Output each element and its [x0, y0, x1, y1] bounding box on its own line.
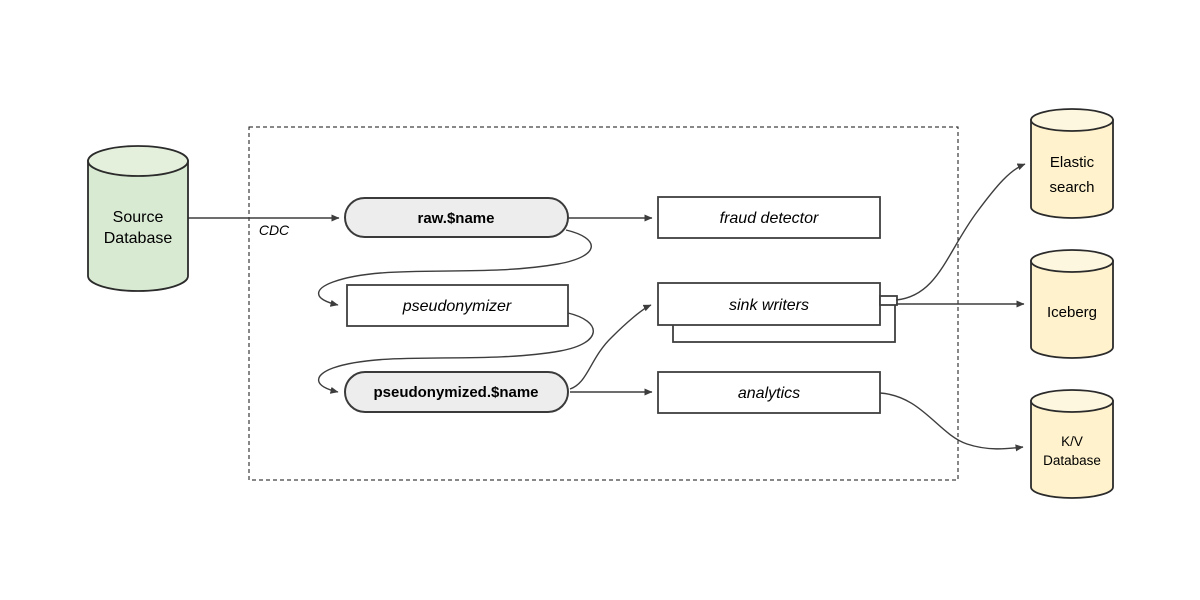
pseudonymized-topic-label: pseudonymized.$name [373, 384, 538, 401]
kv-database-cylinder-body [1030, 400, 1114, 499]
analytics-box: analytics [657, 371, 881, 414]
fraud-detector-label: fraud detector [720, 210, 819, 227]
iceberg-label: Iceberg [1047, 304, 1097, 321]
sink-writers-label: sink writers [729, 297, 809, 314]
elastic-search-label-line1: Elastic [1050, 154, 1095, 171]
fraud-detector-shape [657, 196, 881, 239]
kv-database-cylinder-top [1030, 389, 1114, 413]
elastic-search-cylinder: Elastic search [1030, 108, 1114, 219]
kv-database-cylinder: K/V Database [1030, 389, 1114, 499]
cdc-edge-label: CDC [259, 222, 290, 238]
iceberg-cylinder-body [1030, 260, 1114, 359]
iceberg-cylinder-top [1030, 249, 1114, 273]
elastic-search-label-line2: search [1049, 179, 1094, 196]
raw-topic-label: raw.$name [418, 210, 495, 227]
pseudonymized-topic-shape [344, 371, 569, 413]
pseudonymizer-shape [346, 284, 569, 327]
edge-analytics-to-kv-database [879, 392, 1024, 452]
pseudonymizer-label: pseudonymizer [402, 298, 512, 315]
source-database-cylinder: Source Database [87, 145, 189, 292]
pseudonymized-topic-pill: pseudonymized.$name [344, 371, 569, 413]
edge-pseudonymized-to-sink-writers [569, 304, 652, 390]
kv-database-label-line1: K/V [1061, 434, 1083, 449]
sink-writers-box: sink writers [657, 282, 898, 343]
fraud-detector-box: fraud detector [657, 196, 881, 239]
analytics-label: analytics [738, 385, 800, 402]
kv-database-label-line2: Database [1043, 453, 1101, 468]
edge-raw-to-pseudonymizer [317, 229, 592, 307]
pseudonymizer-box: pseudonymizer [346, 284, 569, 327]
analytics-shape [657, 371, 881, 414]
elastic-search-cylinder-top [1030, 108, 1114, 132]
edge-sink-writers-to-elastic-search [895, 163, 1026, 301]
source-database-cylinder-top [87, 145, 189, 177]
iceberg-cylinder: Iceberg [1030, 249, 1114, 359]
elastic-search-cylinder-body [1030, 119, 1114, 219]
source-database-cylinder-body [87, 160, 189, 292]
edge-pseudonymizer-to-pseudonymized-topic [317, 312, 594, 394]
source-database-label-line1: Source [113, 209, 164, 226]
raw-topic-pill: raw.$name [344, 197, 569, 238]
sink-writers-shape [657, 282, 881, 326]
source-database-label-line2: Database [104, 230, 173, 247]
sink-writers-connector-notch [879, 295, 898, 306]
